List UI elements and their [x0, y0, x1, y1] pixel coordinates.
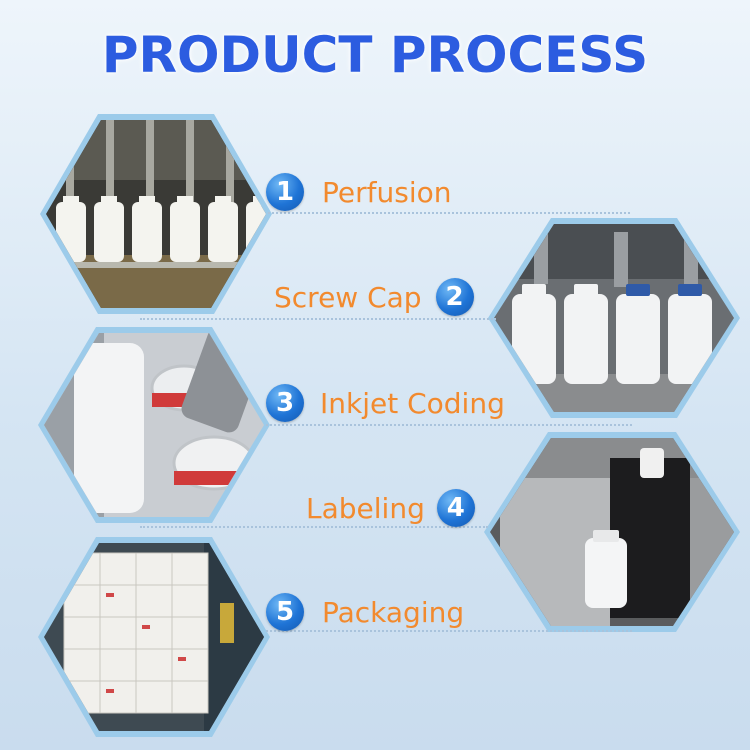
- step-label: Screw Cap: [274, 280, 422, 314]
- step-packaging: 5 Packaging: [266, 590, 464, 634]
- divider-line: [140, 526, 488, 528]
- step-perfusion: 1 Perfusion: [266, 170, 451, 214]
- step-number-badge: 2: [435, 278, 474, 316]
- step-number-badge: 1: [266, 173, 304, 211]
- divider-line: [268, 212, 630, 214]
- step-number-badge: 4: [436, 489, 475, 527]
- step-number-badge: 5: [266, 593, 304, 631]
- step-label: Perfusion: [322, 175, 452, 209]
- step-screw-cap: Screw Cap 2: [274, 275, 474, 319]
- divider-line: [266, 424, 632, 426]
- step-label: Packaging: [322, 595, 465, 629]
- divider-line: [140, 318, 496, 320]
- step-label: Inkjet Coding: [320, 386, 505, 420]
- step-label: Labeling: [306, 491, 425, 525]
- step-inkjet-coding: 3 Inkjet Coding: [266, 381, 505, 425]
- divider-line: [266, 630, 632, 632]
- step-labeling: Labeling 4: [306, 486, 475, 530]
- step-number-badge: 3: [266, 384, 304, 422]
- page-title: PRODUCT PROCESS: [101, 26, 649, 84]
